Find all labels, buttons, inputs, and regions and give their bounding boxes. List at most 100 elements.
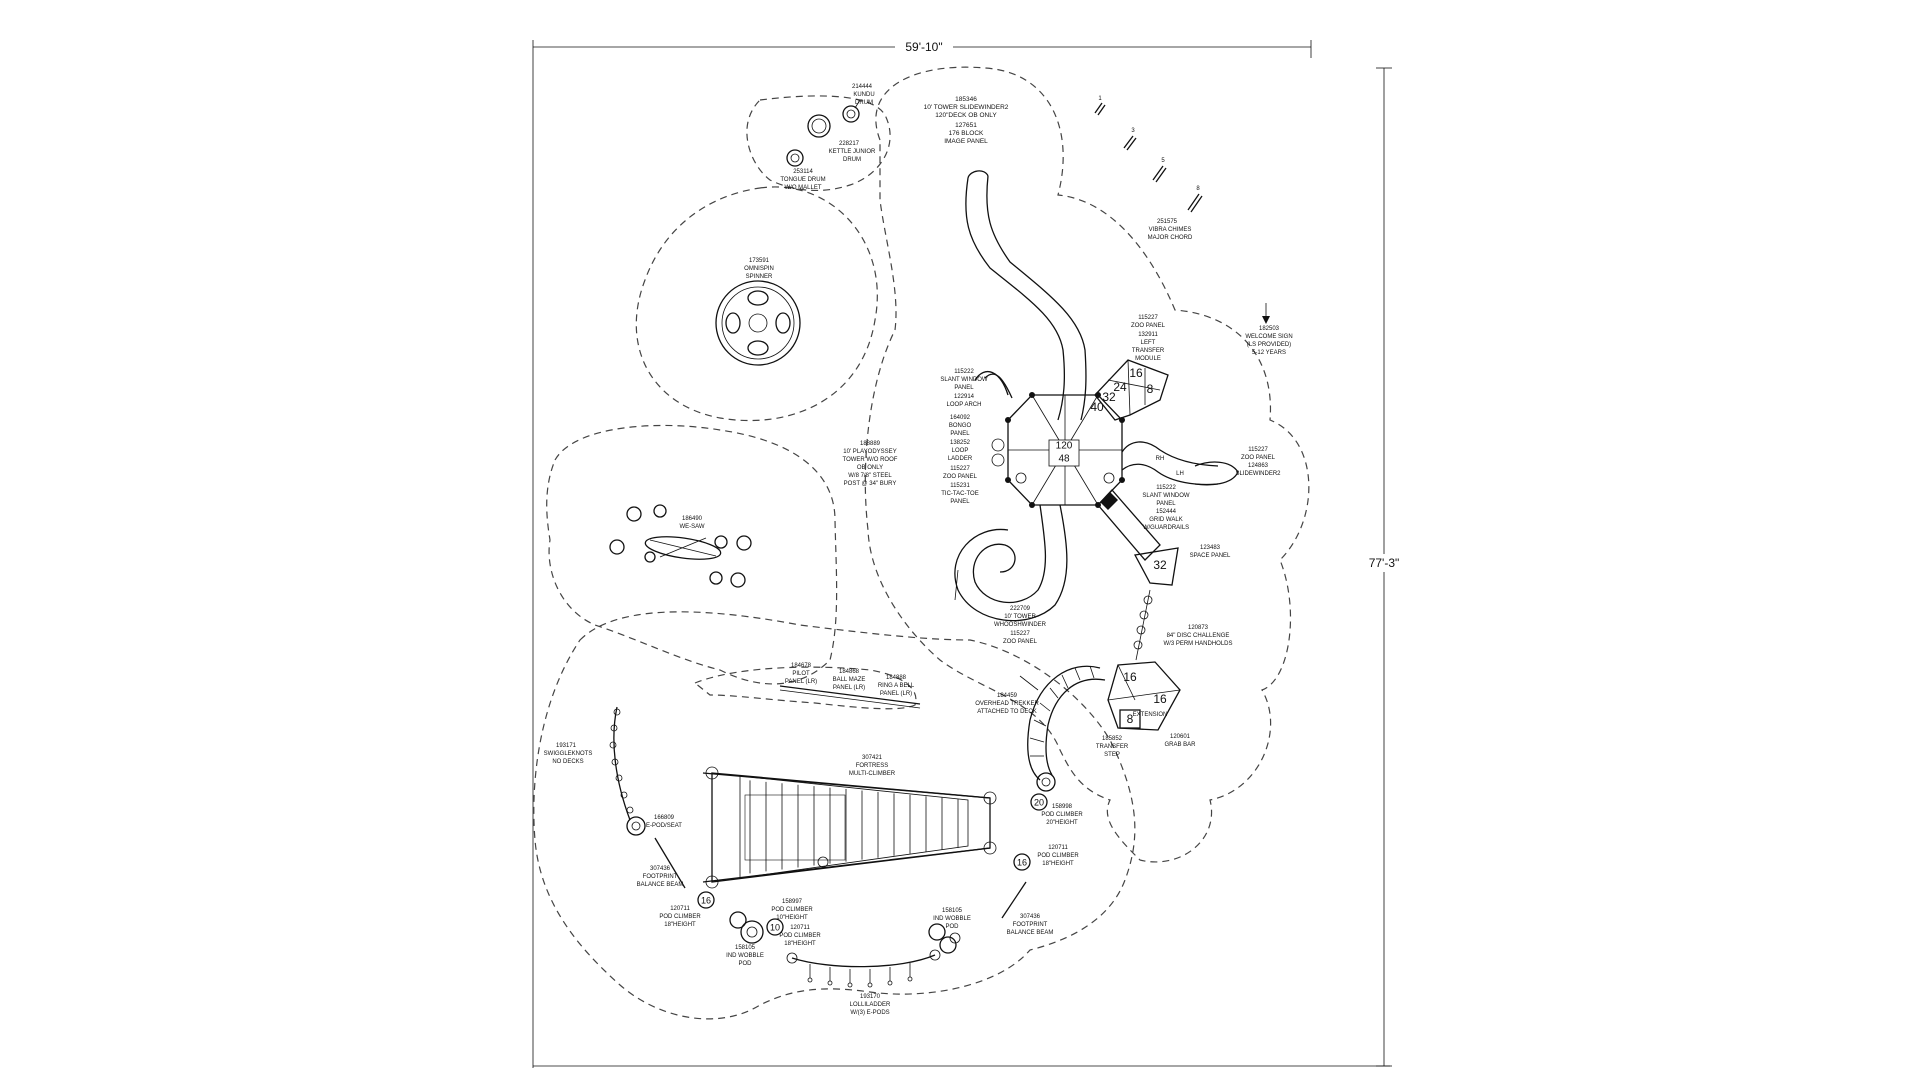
label-space-panel: 123483 SPACE PANEL — [1190, 545, 1231, 559]
label-pod18-right: 120711 POD CLIMBER 18"HEIGHT — [1037, 845, 1079, 867]
label-pod20: 158998 POD CLIMBER 20"HEIGHT — [1041, 804, 1083, 826]
zoo-transfer-line-3: 132911 — [1138, 332, 1158, 338]
slant-grid-line-2: SLANT WINDOW — [1142, 493, 1190, 499]
bongo-line-7: 115227 — [950, 466, 970, 472]
playodyssey-line-2: 10' PLAYODYSSEY — [843, 449, 896, 455]
balance-beam-right — [1001, 881, 1027, 919]
podmid-line-5: POD CLIMBER — [779, 933, 821, 939]
epod-line-1: 166809 — [654, 815, 675, 821]
tower-top-line-4: 127651 — [955, 122, 977, 129]
slant-loop-line-2: SLANT WINDOW — [940, 377, 988, 383]
playodyssey-line-5: W/8 7/8" STEEL — [848, 473, 892, 479]
epod-line-2: E-POD/SEAT — [646, 823, 682, 829]
label-wobble-left: 158105 IND WOBBLE POD — [726, 945, 764, 967]
label-pod18-left: 120711 POD CLIMBER 18"HEIGHT — [659, 906, 701, 928]
chime-number-8: 8 — [1196, 186, 1200, 192]
main-tower-structure: 120 48 16 24 8 32 40 RH LH — [954, 170, 1239, 661]
bongo-line-8: ZOO PANEL — [943, 474, 978, 480]
deck-number-main-top: 120 — [1056, 441, 1073, 452]
rh-label: RH — [1156, 456, 1165, 462]
kettle-line-2: KETTLE JUNIOR — [829, 149, 876, 155]
pod20-line-1: 158998 — [1052, 804, 1073, 810]
whoosh-line-5: ZOO PANEL — [1003, 639, 1038, 645]
vibra-line-2: VIBRA CHIMES — [1149, 227, 1192, 233]
ballmaze-line-1: 184868 — [839, 669, 860, 675]
transfer-step-line-1: 185852 — [1102, 736, 1123, 742]
wesaw-line-2: WE-SAW — [679, 524, 704, 530]
footprint-l-line-1: 307436 — [650, 866, 671, 872]
podmid-line-6: 18"HEIGHT — [784, 941, 816, 947]
deck-number-m2: 24 — [1113, 380, 1127, 394]
deck-number-slide32: 32 — [1153, 558, 1167, 572]
pod18l-line-2: POD CLIMBER — [659, 914, 701, 920]
slant-loop-line-4: 122914 — [954, 394, 975, 400]
use-zone-drums — [746, 95, 891, 192]
slant-grid-line-3: PANEL — [1156, 501, 1176, 507]
slant-grid-line-4: 152444 — [1156, 509, 1177, 515]
playodyssey-line-3: TOWER W/O ROOF — [843, 457, 898, 463]
chime-number-5: 5 — [1161, 158, 1165, 164]
deck-number-p10: 10 — [770, 922, 780, 932]
label-ground-panels: 184678 PILOT PANEL (LR) 184868 BALL MAZE… — [785, 663, 915, 697]
fortress-line-3: MULTI-CLIMBER — [849, 771, 896, 777]
pod20-line-3: 20"HEIGHT — [1046, 820, 1078, 826]
pod18r-line-3: 18"HEIGHT — [1042, 861, 1074, 867]
swiggleknots — [609, 706, 646, 836]
footprint-l-line-2: FOOTPRINT — [643, 874, 678, 880]
bongo-line-2: BONGO — [949, 423, 972, 429]
kundu-line-3: DRUM — [855, 100, 873, 106]
footprint-r-line-3: BALANCE BEAM — [1007, 930, 1054, 936]
wesaw-line-1: 186490 — [682, 516, 703, 522]
label-trekker: 184459 OVERHEAD TREKKER ATTACHED TO DECK — [975, 693, 1039, 715]
zoo-transfer-line-6: MODULE — [1135, 356, 1161, 362]
slant-loop-line-3: PANEL — [954, 385, 974, 391]
zoo-slide-line-2: ZOO PANEL — [1241, 455, 1276, 461]
bongo-line-11: PANEL — [950, 499, 970, 505]
label-epod: 166809 E-POD/SEAT — [646, 815, 682, 829]
label-fortress: 307421 FORTRESS MULTI-CLIMBER — [849, 755, 896, 777]
welcome-line-4: 5-12 YEARS — [1252, 350, 1286, 356]
tongue-drum-icon — [786, 149, 804, 167]
label-lolliladder: 193170 LOLLILADDER W/(3) E-PODS — [850, 994, 891, 1016]
kettle-line-1: 228217 — [839, 141, 860, 147]
slant-grid-line-6: W/GUARDRAILS — [1143, 525, 1189, 531]
ballmaze-line-3: PANEL (LR) — [833, 685, 865, 691]
footprint-r-line-1: 307436 — [1020, 914, 1041, 920]
welcome-line-3: (LS PROVIDED) — [1247, 342, 1291, 348]
wobble-pod-right — [928, 923, 961, 954]
use-zone-spinner — [635, 186, 878, 422]
wobble-l-line-3: POD — [738, 961, 752, 967]
label-bongo-group: 164092 BONGO PANEL 138252 LOOP LADDER 11… — [941, 415, 978, 505]
wobble-r-line-1: 158105 — [942, 908, 963, 914]
bongo-line-1: 164092 — [950, 415, 971, 421]
use-zone-climber — [533, 611, 1136, 1020]
zoo-slide-line-1: 115227 — [1248, 447, 1268, 453]
disc-challenge-icon — [1133, 589, 1153, 661]
chime-number-3: 3 — [1131, 128, 1135, 134]
deck-number-main-bottom: 48 — [1058, 454, 1070, 465]
welcome-line-2: WELCOME SIGN — [1245, 334, 1292, 340]
label-disc-challenge: 120873 84" DISC CHALLENGE W/3 PERM HANDH… — [1163, 625, 1232, 647]
use-zones — [533, 66, 1310, 1020]
bongo-line-6: LADDER — [948, 456, 973, 462]
pod20-line-2: POD CLIMBER — [1041, 812, 1083, 818]
whoosh-line-2: 10' TOWER — [1004, 614, 1036, 620]
vibra-line-1: 251575 — [1157, 219, 1178, 225]
fortress-line-1: 307421 — [862, 755, 883, 761]
pod18r-line-1: 120711 — [1048, 845, 1068, 851]
pod18r-line-2: POD CLIMBER — [1037, 853, 1079, 859]
lolliladder — [791, 954, 936, 968]
wobble-r-line-2: IND WOBBLE — [933, 916, 971, 922]
ballmaze-line-2: BALL MAZE — [833, 677, 866, 683]
wobble-l-line-1: 158105 — [735, 945, 756, 951]
welcome-line-1: 182503 — [1259, 326, 1280, 332]
podmid-line-2: POD CLIMBER — [771, 907, 813, 913]
disc-line-1: 120873 — [1188, 625, 1209, 631]
epod-seat-icon — [626, 816, 646, 836]
zoo-transfer-line-4: LEFT — [1141, 340, 1156, 346]
deck-number-p16a: 16 — [1017, 857, 1027, 867]
ground-panels — [779, 685, 921, 709]
pod18l-line-3: 18"HEIGHT — [664, 922, 696, 928]
label-welcome-sign: 182503 WELCOME SIGN (LS PROVIDED) 5-12 Y… — [1245, 303, 1293, 356]
